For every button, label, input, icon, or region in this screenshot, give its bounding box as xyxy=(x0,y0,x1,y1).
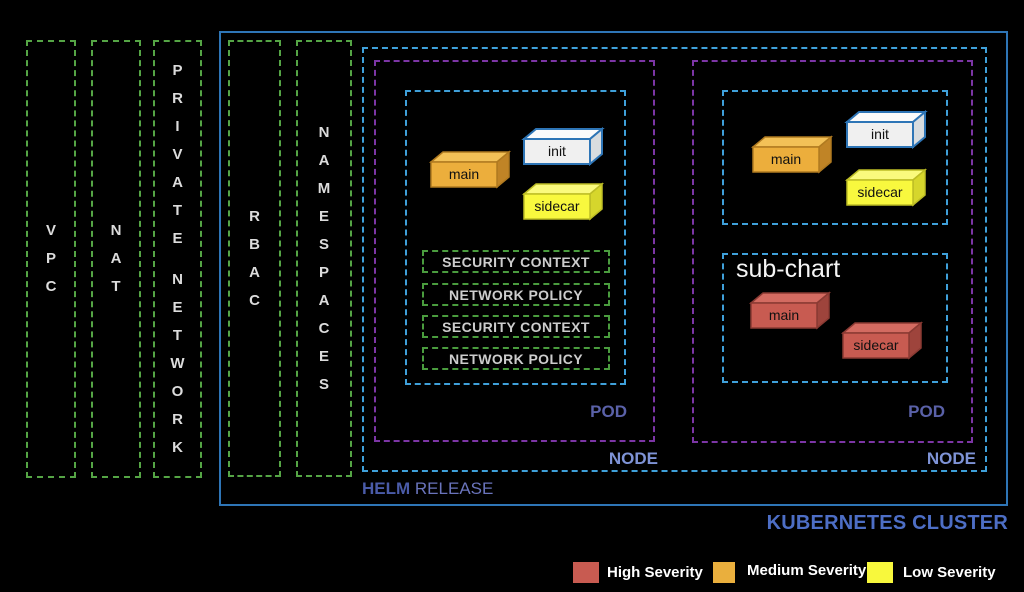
box-front-face xyxy=(430,161,498,188)
container-init: init xyxy=(521,126,605,167)
box-front-face xyxy=(752,146,820,173)
network-policy-label-1: NETWORK POLICY xyxy=(449,286,583,303)
security-context-box-1: SECURITY CONTEXT xyxy=(422,250,610,273)
node-2-label: NODE xyxy=(926,449,976,468)
container-main-label: main xyxy=(769,307,799,323)
container-main-medium: main xyxy=(750,135,834,174)
kubernetes-cluster-title: KUBERNETES CLUSTER xyxy=(766,512,1008,534)
subchart-boundary xyxy=(722,253,948,383)
box-top-face xyxy=(750,136,834,148)
container-sidecar-high: sidecar xyxy=(840,321,924,360)
container-main-high: main xyxy=(748,291,832,330)
node-2-boundary xyxy=(692,60,973,443)
network-policy-label-2: NETWORK POLICY xyxy=(449,350,583,367)
container-init: init xyxy=(844,109,928,150)
box-front-face xyxy=(846,121,914,148)
container-sidecar-label: sidecar xyxy=(853,337,898,353)
box-front-face xyxy=(842,332,910,359)
network-policy-box-1: NETWORK POLICY xyxy=(422,283,610,306)
box-top-face xyxy=(428,151,512,163)
box-front-face xyxy=(523,138,591,165)
helm-label-type: RELEASE xyxy=(414,479,494,498)
container-sidecar-label: sidecar xyxy=(534,198,579,214)
node-1-boundary xyxy=(374,60,655,442)
box-top-face xyxy=(521,183,605,195)
network-policy-box-2: NETWORK POLICY xyxy=(422,347,610,370)
box-top-face xyxy=(840,322,924,334)
container-init-label: init xyxy=(871,126,889,142)
pod-2-boundary xyxy=(722,90,948,225)
security-context-label-1: SECURITY CONTEXT xyxy=(442,253,590,270)
legend-swatch-low xyxy=(867,562,893,583)
pod-1-boundary xyxy=(405,90,626,385)
legend-label-high: High Severity xyxy=(607,564,703,581)
box-top-face xyxy=(844,169,928,181)
container-main-medium: main xyxy=(428,150,512,189)
box-front-face xyxy=(523,193,591,220)
container-main-label: main xyxy=(771,151,801,167)
legend-label-medium: Medium Severity xyxy=(747,562,867,579)
security-context-box-2: SECURITY CONTEXT xyxy=(422,315,610,338)
box-front-face xyxy=(750,302,818,329)
kubernetes-cluster-boundary xyxy=(219,31,1008,506)
legend-label-low: Low Severity xyxy=(903,564,996,581)
container-sidecar-label: sidecar xyxy=(857,184,902,200)
helm-release-label: HELM RELEASE xyxy=(362,479,493,499)
box-front-face xyxy=(846,179,914,206)
container-sidecar-low: sidecar xyxy=(521,182,605,221)
box-top-face xyxy=(748,292,832,304)
node-1-label: NODE xyxy=(608,449,658,468)
subchart-title: sub-chart xyxy=(736,255,841,283)
container-sidecar-low: sidecar xyxy=(844,168,928,207)
helm-label-bold: HELM xyxy=(362,479,411,498)
legend-swatch-high xyxy=(573,562,599,583)
pod-2-label: POD xyxy=(908,402,945,421)
pod-1-label: POD xyxy=(590,402,627,421)
helm-release-boundary xyxy=(362,47,987,472)
container-init-label: init xyxy=(548,143,566,159)
legend-swatch-medium xyxy=(713,562,735,583)
container-main-label: main xyxy=(449,166,479,182)
security-context-label-2: SECURITY CONTEXT xyxy=(442,318,590,335)
